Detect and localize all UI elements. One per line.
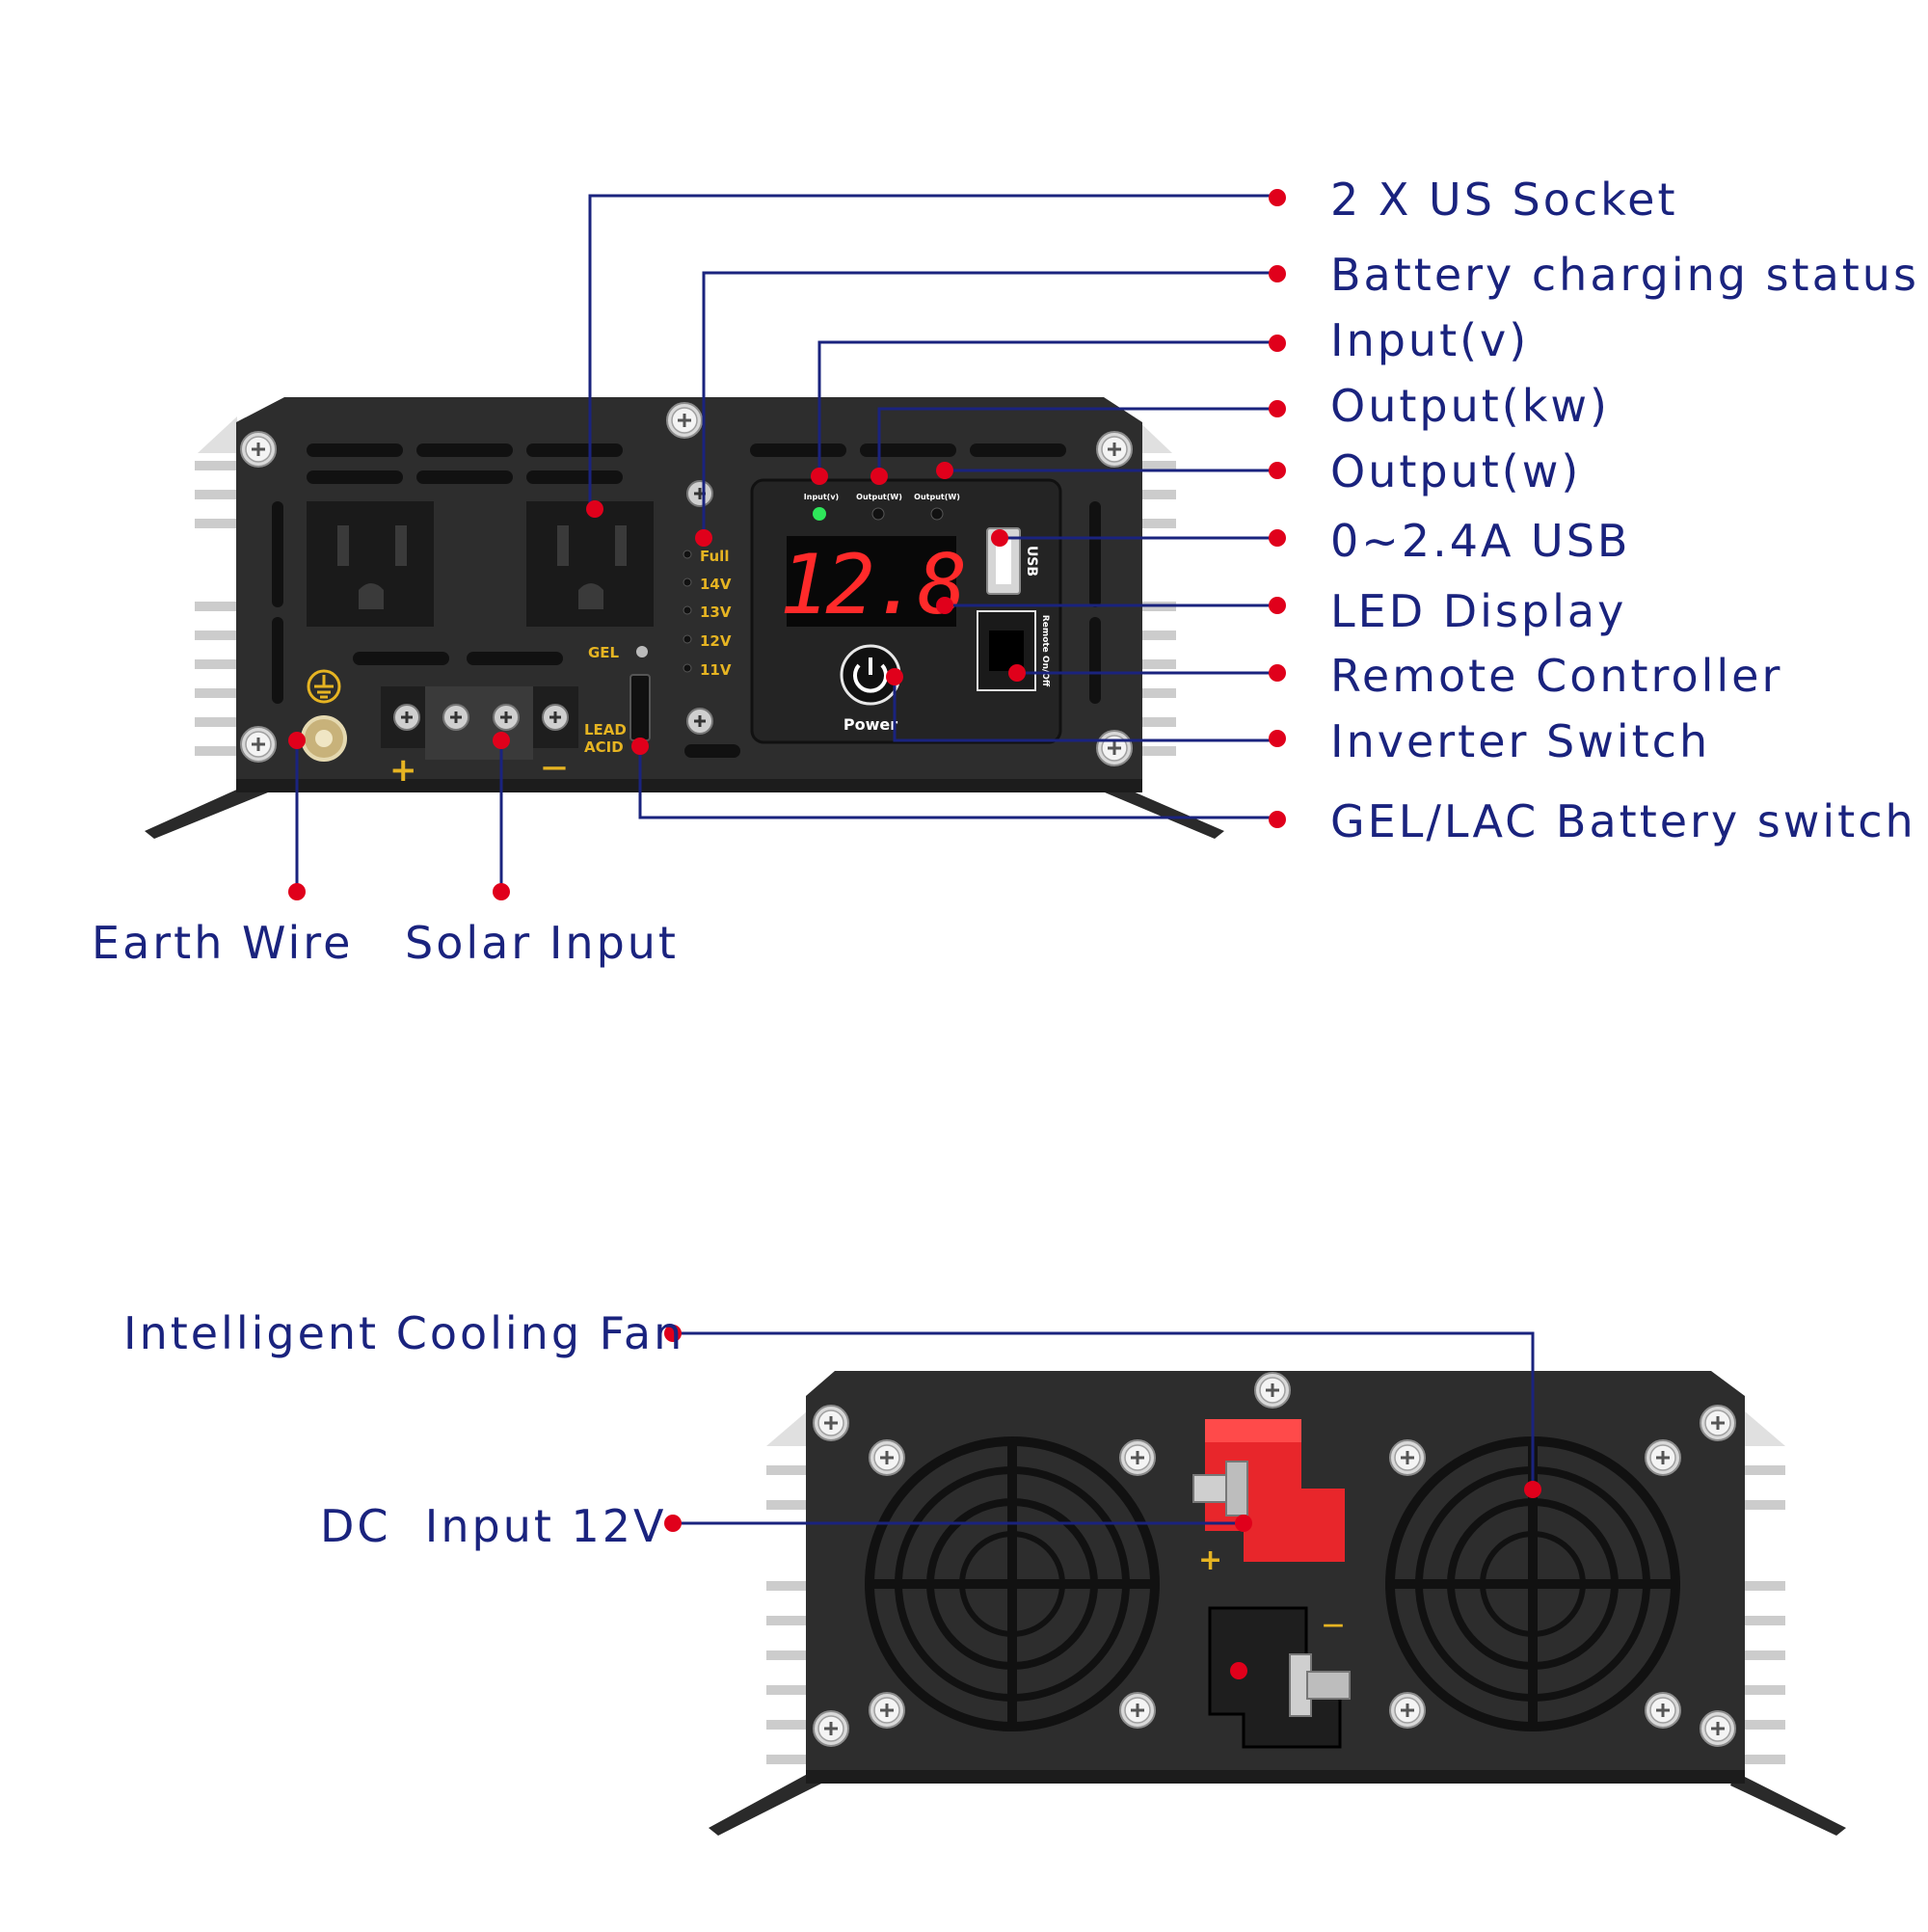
power-button[interactable] xyxy=(840,644,901,706)
dot-output-kw-end xyxy=(1269,400,1286,417)
rear-fins-left xyxy=(766,1411,807,1764)
indicator-output-led-1 xyxy=(871,507,885,521)
dot-led-start xyxy=(936,597,953,614)
label-dc-input: DC Input 12V xyxy=(320,1500,667,1552)
usb-label: USB xyxy=(1024,546,1039,577)
indicator-output-label-1: Output(W) xyxy=(856,493,902,501)
dot-charging-end xyxy=(1269,265,1286,282)
gel-led xyxy=(636,646,648,657)
dot-input-v-end xyxy=(1269,335,1286,352)
battery-level-indicators: Full 14V 13V 12V 11V xyxy=(683,548,732,679)
remote-label: Remote On/Off xyxy=(1040,615,1050,687)
indicator-output-led-2 xyxy=(930,507,944,521)
dot-solar-end xyxy=(493,883,510,900)
dot-output-kw-start xyxy=(870,468,888,485)
leader-dots xyxy=(288,189,1541,1679)
label-earth-wire: Earth Wire xyxy=(92,917,354,969)
solar-minus-sign: — xyxy=(542,753,567,782)
leader-output-kw xyxy=(877,407,1277,476)
dot-inverter-start xyxy=(886,668,903,685)
level-11v: 11V xyxy=(700,661,732,679)
level-12v: 12V xyxy=(700,632,732,650)
led-display-value: 12.8 xyxy=(779,537,963,633)
label-charging-status: Battery charging status xyxy=(1330,249,1919,301)
dot-dc-start xyxy=(664,1515,682,1532)
level-14v: 14V xyxy=(700,576,732,593)
leader-inverter-switch xyxy=(893,677,1277,742)
dc-minus-sign: — xyxy=(1323,1613,1344,1637)
dot-output-w-start xyxy=(936,462,953,479)
power-label: Power xyxy=(844,715,897,734)
dot-input-v-start xyxy=(811,468,828,485)
cooling-fan-left xyxy=(865,1436,1160,1731)
solar-terminal-block[interactable] xyxy=(381,686,578,760)
dot-solar-start xyxy=(493,732,510,749)
indicator-input-led xyxy=(813,507,826,521)
label-us-socket: 2 X US Socket xyxy=(1330,174,1678,226)
us-socket-2[interactable] xyxy=(526,501,654,627)
dot-us-socket-end xyxy=(1269,189,1286,206)
rear-foot-left xyxy=(709,1770,821,1836)
dot-dc-pos xyxy=(1235,1515,1252,1532)
dot-inverter-end xyxy=(1269,730,1286,747)
dot-us-socket-start xyxy=(586,500,603,518)
label-output-kw: Output(kw) xyxy=(1330,380,1610,432)
dot-usb-start xyxy=(991,529,1008,547)
dot-earth-end xyxy=(288,883,306,900)
label-remote-controller: Remote Controller xyxy=(1330,650,1783,702)
dot-dc-neg xyxy=(1230,1662,1247,1679)
dot-remote-end xyxy=(1269,664,1286,682)
front-vents xyxy=(272,443,1101,758)
front-foot-left xyxy=(145,779,268,839)
label-input-v: Input(v) xyxy=(1330,314,1530,366)
dot-earth-start xyxy=(288,732,306,749)
dot-output-w-end xyxy=(1269,462,1286,479)
leader-charging-status xyxy=(702,271,1277,538)
indicator-input-label: Input(v) xyxy=(804,493,839,501)
dc-negative-terminal[interactable] xyxy=(1208,1606,1351,1749)
dot-remote-start xyxy=(1008,664,1026,682)
front-fins-left xyxy=(195,416,237,756)
dc-plus-sign: + xyxy=(1198,1543,1222,1577)
rear-foot-right xyxy=(1730,1772,1846,1836)
control-panel: Input(v) Output(W) Output(W) 12.8 Power … xyxy=(750,478,1062,744)
label-inverter-switch: Inverter Switch xyxy=(1330,715,1711,767)
battery-type-switch[interactable] xyxy=(629,674,651,741)
front-inverter: Full 14V 13V 12V 11V GEL LEAD ACID xyxy=(145,397,1224,839)
us-socket-1[interactable] xyxy=(307,501,434,627)
dot-battery-start xyxy=(631,738,649,755)
dot-fan-start xyxy=(664,1325,682,1342)
rear-fins-right xyxy=(1745,1411,1785,1764)
acid-label: ACID xyxy=(584,738,624,756)
dot-charging-start xyxy=(695,529,712,547)
leader-battery-switch xyxy=(638,748,1277,819)
label-solar-input: Solar Input xyxy=(405,917,679,969)
dot-fan-end xyxy=(1524,1481,1541,1498)
label-cooling-fan: Intelligent Cooling Fan xyxy=(123,1307,685,1359)
rear-inverter: + — xyxy=(709,1371,1846,1836)
label-battery-switch: GEL/LAC Battery switch xyxy=(1330,795,1916,847)
dot-led-end xyxy=(1269,597,1286,614)
solar-plus-sign: + xyxy=(389,751,417,790)
dot-battery-end xyxy=(1269,811,1286,828)
label-output-w: Output(w) xyxy=(1330,445,1582,497)
dot-usb-end xyxy=(1269,529,1286,547)
gel-label: GEL xyxy=(588,644,620,661)
leader-input-v xyxy=(817,340,1277,474)
leader-us-socket xyxy=(588,194,1277,511)
ground-symbol-icon xyxy=(307,669,341,704)
level-13v: 13V xyxy=(700,604,732,621)
level-full: Full xyxy=(700,548,729,565)
lead-label: LEAD xyxy=(584,721,627,738)
led-display xyxy=(787,536,956,627)
leader-cooling-fan xyxy=(673,1331,1535,1489)
earth-terminal[interactable] xyxy=(301,715,347,762)
label-usb: 0~2.4A USB xyxy=(1330,515,1631,567)
leader-lines xyxy=(295,194,1535,1525)
label-led-display: LED Display xyxy=(1330,585,1627,637)
indicator-output-label-2: Output(W) xyxy=(914,493,960,501)
front-foot-right xyxy=(1105,781,1224,839)
